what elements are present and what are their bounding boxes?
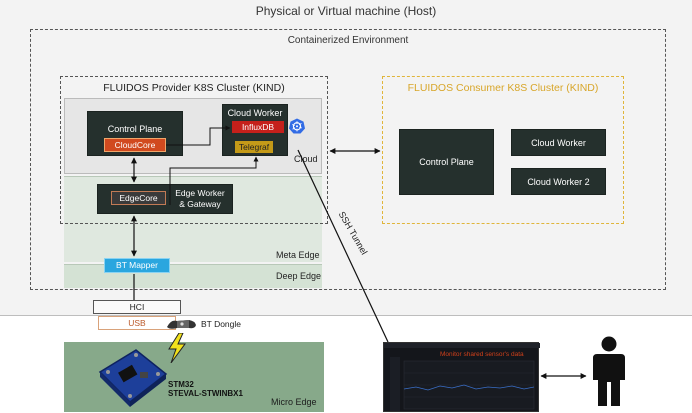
dashboard-title: Monitor shared sensor's data bbox=[440, 351, 524, 358]
containerized-title: Containerized Environment bbox=[287, 35, 409, 46]
provider-cluster bbox=[60, 76, 328, 224]
monitoring-dashboard bbox=[383, 342, 540, 412]
dashboard-graph bbox=[384, 343, 540, 411]
stm-label-line2: STEVAL-STWINBX1 bbox=[168, 389, 243, 398]
edge-worker-label-line2: & Gateway bbox=[179, 199, 221, 209]
ssh-tunnel-line bbox=[297, 149, 389, 343]
bt-dongle-label: BT Dongle bbox=[201, 319, 242, 329]
provider-cluster-title: FLUIDOS Provider K8S Cluster (KIND) bbox=[103, 82, 285, 94]
consumer-cloud-worker bbox=[511, 129, 606, 156]
cloud-layer-label: Cloud bbox=[294, 154, 318, 164]
provider-control-plane-label: Control Plane bbox=[107, 124, 163, 134]
arrow-cloudcore-influxdb bbox=[166, 125, 231, 146]
lightning-icon bbox=[168, 333, 186, 363]
provider-cloud-worker-label: Cloud Worker bbox=[227, 108, 283, 118]
edgecore-badge: EdgeCore bbox=[111, 191, 166, 205]
hci-box: HCI bbox=[93, 300, 181, 314]
consumer-cloud-worker-label: Cloud Worker bbox=[531, 138, 586, 148]
sensor-board-icon bbox=[98, 349, 168, 407]
micro-edge-label: Micro Edge bbox=[271, 397, 317, 407]
host-title: Physical or Virtual machine (Host) bbox=[255, 4, 437, 18]
edge-worker-label: Edge Worker & Gateway bbox=[170, 188, 230, 210]
cloudcore-badge: CloudCore bbox=[104, 138, 166, 152]
bluetooth-dongle-icon bbox=[167, 320, 196, 329]
consumer-cluster-title: FLUIDOS Consumer K8S Cluster (KIND) bbox=[407, 82, 599, 94]
deep-edge-label: Deep Edge bbox=[276, 271, 322, 281]
edge-worker-label-line1: Edge Worker bbox=[175, 188, 225, 198]
consumer-control-plane-label: Control Plane bbox=[419, 157, 474, 167]
stm-label-line1: STM32 bbox=[168, 380, 194, 389]
arrow-edgecore-telegraf bbox=[169, 156, 259, 205]
user-icon bbox=[593, 336, 625, 406]
meta-edge-label: Meta Edge bbox=[276, 250, 320, 260]
kubernetes-icon bbox=[289, 118, 305, 134]
containerized-environment bbox=[30, 29, 666, 290]
influxdb-badge: InfluxDB bbox=[232, 121, 284, 133]
bt-mapper-badge: BT Mapper bbox=[104, 258, 170, 273]
consumer-control-plane bbox=[399, 129, 494, 195]
consumer-cloud-worker-2-label: Cloud Worker 2 bbox=[527, 177, 590, 187]
telegraf-badge: Telegraf bbox=[235, 141, 273, 153]
stm-label: STM32 STEVAL-STWINBX1 bbox=[168, 380, 243, 398]
consumer-cluster bbox=[382, 76, 624, 224]
consumer-cloud-worker-2 bbox=[511, 168, 606, 195]
